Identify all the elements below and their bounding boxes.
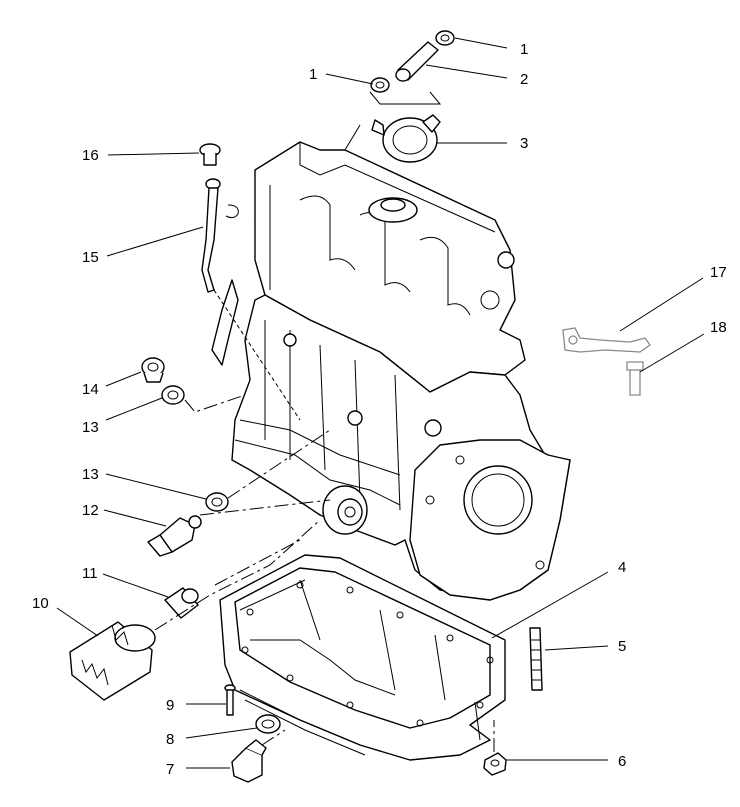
oil-filter [69, 621, 156, 701]
callout-17: 17 [710, 264, 727, 281]
oil-pressure-switch [147, 515, 202, 557]
callout-7: 7 [166, 761, 174, 778]
bracket-bolt [626, 361, 644, 396]
callout-13-upper: 13 [82, 419, 99, 436]
hose-clamp-upper [435, 30, 455, 46]
pan-bolt [224, 684, 236, 716]
support-bracket [562, 327, 651, 353]
callout-8: 8 [166, 731, 174, 748]
leader-lines [56, 37, 705, 769]
crankcase-vent-housing [371, 114, 441, 163]
hose-clamp-lower [370, 77, 390, 93]
drain-plug-washer [255, 714, 281, 734]
filter-adaptor [164, 587, 199, 619]
dipstick [201, 178, 239, 293]
sealing-washer-upper [161, 385, 185, 405]
nut [483, 752, 507, 776]
callout-4: 4 [618, 559, 626, 576]
callout-1-left: 1 [309, 66, 317, 83]
callout-1-top: 1 [520, 41, 528, 58]
callout-3: 3 [520, 135, 528, 152]
oil-pan [219, 554, 506, 761]
callout-5: 5 [618, 638, 626, 655]
callout-11: 11 [82, 565, 98, 582]
callout-18: 18 [710, 319, 727, 336]
callout-14: 14 [82, 381, 99, 398]
stud [529, 627, 543, 691]
blanking-plug [141, 357, 165, 383]
callout-13-lower: 13 [82, 466, 99, 483]
engine-block [211, 141, 571, 601]
dipstick-handle [199, 143, 221, 166]
callout-labels: 1 1 2 3 4 5 6 7 8 9 10 11 12 13 13 14 15… [32, 41, 727, 778]
drain-plug [231, 739, 267, 783]
callout-6: 6 [618, 753, 626, 770]
callout-16: 16 [82, 147, 99, 164]
sealing-washer-lower [205, 492, 229, 512]
hose [395, 41, 439, 82]
callout-12: 12 [82, 502, 99, 519]
callout-15: 15 [82, 249, 99, 266]
callout-2: 2 [520, 71, 528, 88]
callout-10: 10 [32, 595, 49, 612]
callout-9: 9 [166, 697, 174, 714]
